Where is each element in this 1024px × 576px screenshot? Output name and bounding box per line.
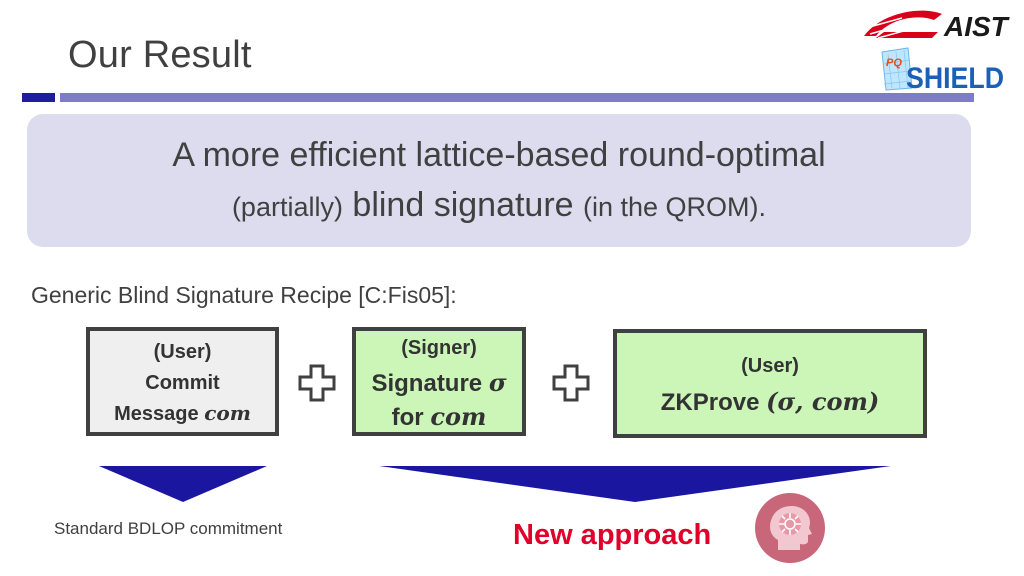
- title-rule-short: [22, 93, 55, 102]
- banner-qrom: (in the QROM).: [583, 192, 767, 222]
- sign-box-role: (Signer): [401, 337, 477, 359]
- banner-blind-signature: blind signature: [342, 186, 584, 224]
- zkprove-box-role: (User): [741, 355, 799, 377]
- zkprove-box-action: ZKProve (σ, com): [617, 387, 923, 417]
- down-arrow: [99, 466, 267, 502]
- commit-box-object: Message com: [90, 401, 275, 426]
- shield-logo-text: SHIELD: [906, 62, 1004, 94]
- commit-box-role: (User): [153, 341, 212, 363]
- title-rule-long: [60, 93, 974, 102]
- slide-title: Our Result: [68, 34, 252, 76]
- sign-box-for: for com: [356, 402, 522, 432]
- down-arrow: [379, 466, 891, 502]
- commit-box-action: Commit: [145, 372, 220, 394]
- sign-box-for-text: for: [391, 404, 431, 431]
- bdlop-caption: Standard BDLOP commitment: [54, 519, 283, 538]
- aist-logo-text: AIST: [943, 11, 1011, 42]
- new-approach-caption: New approach: [513, 519, 712, 551]
- sign-box-sigma: σ: [488, 368, 507, 397]
- commit-box: (User) Commit Message com: [86, 327, 279, 436]
- head-brain-icon: [755, 493, 825, 563]
- sign-box-com: com: [430, 402, 487, 431]
- zkprove-box-args: (σ, com): [766, 387, 880, 416]
- commit-box-message: Message: [114, 403, 205, 425]
- recipe-label: Generic Blind Signature Recipe [C:Fis05]…: [31, 282, 457, 308]
- plus-icon: [552, 364, 590, 402]
- banner-line-1: A more efficient lattice-based round-opt…: [172, 136, 826, 174]
- sign-box-signature-text: Signature: [371, 370, 489, 397]
- pq-logo-text: PQ: [886, 57, 902, 69]
- plus-icon: [298, 364, 336, 402]
- sign-box: (Signer) Signature σ for com: [352, 327, 526, 436]
- commit-box-com: com: [204, 401, 251, 425]
- zkprove-box-text: ZKProve: [660, 389, 767, 416]
- aist-logo: AIST: [864, 10, 1011, 42]
- pqshield-logo: PQ SHIELD: [881, 47, 1004, 94]
- zkprove-box: (User) ZKProve (σ, com): [613, 329, 927, 438]
- aist-swoosh-icon: [864, 10, 942, 39]
- banner-partially: (partially): [231, 192, 343, 222]
- result-banner: A more efficient lattice-based round-opt…: [27, 114, 971, 247]
- banner-line-2: (partially) blind signature (in the QROM…: [27, 186, 971, 225]
- pqshield-mark-icon: [881, 47, 913, 91]
- sign-box-signature: Signature σ: [356, 368, 522, 398]
